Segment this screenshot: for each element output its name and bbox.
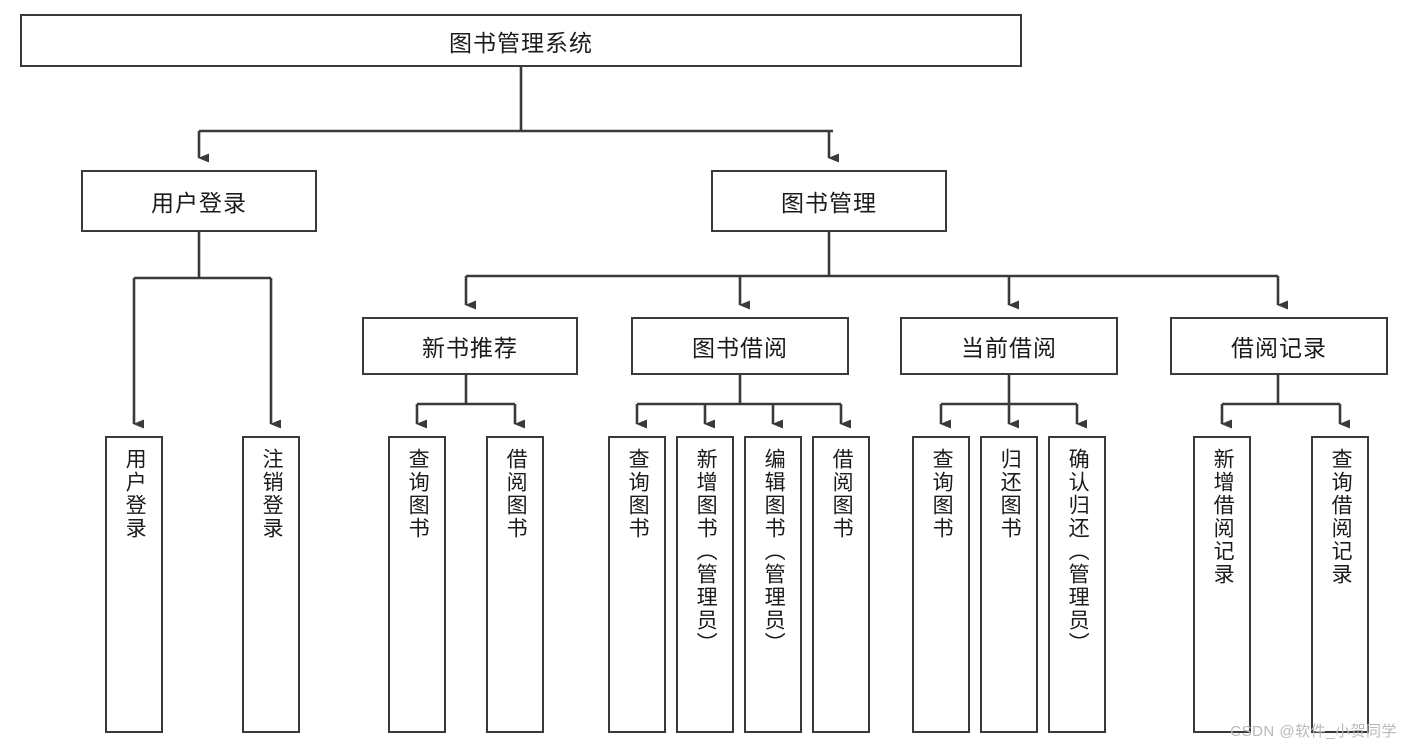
node-user-login[interactable]: 用户登录 xyxy=(81,170,317,232)
leaf-label: 新增借阅记录 xyxy=(1211,448,1235,586)
leaf-borrow-record-add[interactable]: 新增借阅记录 xyxy=(1193,436,1251,733)
leaf-book-borrow-add[interactable]: 新增图书（管理员） xyxy=(676,436,734,733)
node-borrow-record-label: 借阅记录 xyxy=(1231,335,1327,361)
node-current-borrow[interactable]: 当前借阅 xyxy=(900,317,1118,375)
leaf-label: 归还图书 xyxy=(998,448,1022,540)
leaf-label: 借阅图书 xyxy=(504,448,528,540)
leaf-label: 用户登录 xyxy=(123,448,147,540)
leaf-label: 查询借阅记录 xyxy=(1329,448,1353,586)
csdn-watermark: CSDN @软件_小贺同学 xyxy=(1230,723,1397,740)
node-book-management-label: 图书管理 xyxy=(781,190,877,216)
leaf-current-borrow-return[interactable]: 归还图书 xyxy=(980,436,1038,733)
node-root-label: 图书管理系统 xyxy=(449,29,593,56)
node-book-borrow-label: 图书借阅 xyxy=(692,335,788,361)
leaf-current-borrow-confirm[interactable]: 确认归还（管理员） xyxy=(1048,436,1106,733)
leaf-label: 确认归还（管理员） xyxy=(1066,448,1090,655)
leaf-book-borrow-edit[interactable]: 编辑图书（管理员） xyxy=(744,436,802,733)
leaf-user-login-login[interactable]: 用户登录 xyxy=(105,436,163,733)
node-root[interactable]: 图书管理系统 xyxy=(20,14,1022,67)
leaf-label: 编辑图书（管理员） xyxy=(762,448,786,655)
leaf-book-borrow-query[interactable]: 查询图书 xyxy=(608,436,666,733)
leaf-label: 注销登录 xyxy=(260,448,284,540)
node-borrow-record[interactable]: 借阅记录 xyxy=(1170,317,1388,375)
leaf-current-borrow-query[interactable]: 查询图书 xyxy=(912,436,970,733)
node-book-borrow[interactable]: 图书借阅 xyxy=(631,317,849,375)
node-user-login-label: 用户登录 xyxy=(151,190,247,216)
leaf-new-book-borrow[interactable]: 借阅图书 xyxy=(486,436,544,733)
leaf-label: 查询图书 xyxy=(930,448,954,540)
leaf-user-login-logout[interactable]: 注销登录 xyxy=(242,436,300,733)
node-new-book-recommend[interactable]: 新书推荐 xyxy=(362,317,578,375)
leaf-new-book-query[interactable]: 查询图书 xyxy=(388,436,446,733)
leaf-label: 新增图书（管理员） xyxy=(694,448,718,655)
leaf-book-borrow-borrow[interactable]: 借阅图书 xyxy=(812,436,870,733)
node-new-book-recommend-label: 新书推荐 xyxy=(422,335,518,361)
node-book-management[interactable]: 图书管理 xyxy=(711,170,947,232)
leaf-borrow-record-query[interactable]: 查询借阅记录 xyxy=(1311,436,1369,733)
leaf-label: 查询图书 xyxy=(626,448,650,540)
leaf-label: 查询图书 xyxy=(406,448,430,540)
node-current-borrow-label: 当前借阅 xyxy=(961,335,1057,361)
leaf-label: 借阅图书 xyxy=(830,448,854,540)
